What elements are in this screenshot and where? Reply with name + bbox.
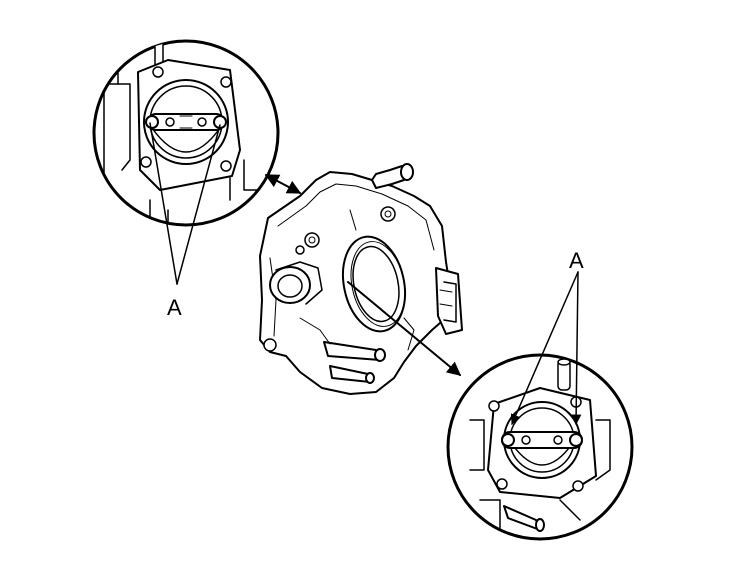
throttle-body [259, 163, 463, 395]
detail-circle-bottom-right [446, 353, 634, 541]
arrow-main-to-top-left [264, 174, 302, 194]
arrow-main-to-bottom-right [347, 281, 462, 376]
leader-arrows-bottom-right [510, 271, 582, 426]
label-a-top-left: A [167, 295, 182, 320]
detail-circle-top-left [92, 39, 280, 285]
label-a-bottom-right: A [569, 248, 584, 273]
